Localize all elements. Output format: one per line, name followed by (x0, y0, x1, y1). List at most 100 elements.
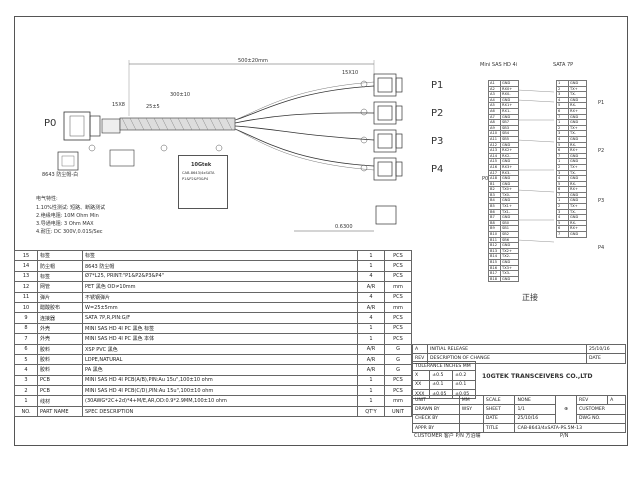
note-0: 电气特性: (36, 196, 58, 202)
bom-cell: 2 (14, 385, 38, 397)
dwg-no-label: DWG NO. (576, 413, 626, 424)
bom-cell: MINI SAS HD 4I PC 黑色 标签 (82, 322, 358, 335)
bom-cell: mm (384, 395, 412, 407)
pin-cell: GND (568, 231, 587, 238)
bom-cell: 连接器 (37, 312, 83, 324)
pin-cell: RX1+ (500, 102, 519, 109)
bom-cell: 1 (357, 260, 385, 272)
dim-right-top: 15X10 (342, 70, 359, 76)
pin-cell: RX1- (500, 108, 519, 115)
pin-cell: TX3- (500, 270, 519, 277)
bom-cell: PET 黑色 OD≠10mm (82, 281, 358, 293)
bom-cell: 胶料 (37, 343, 83, 355)
bom-cell: PCS (384, 385, 412, 397)
bom-cell: PCS (384, 312, 412, 324)
pin-cell: GND (500, 275, 519, 283)
customer-footer: CUSTOMER 客户 P/N 方泊嘴 (414, 433, 481, 439)
bom-cell: QT'Y (357, 405, 385, 418)
bom-cell: PCS (384, 260, 412, 272)
bom-cell: 3 (14, 374, 38, 387)
bom-cell: 网管 (37, 281, 83, 293)
bom-cell: 6 (14, 343, 38, 355)
unit-value: MM (458, 394, 484, 406)
bom-cell: 1 (357, 385, 385, 397)
pinout-header-left: Mini SAS HD 4i (480, 62, 518, 68)
bom-cell: SATA 7P,R,PIN:G/F (82, 312, 358, 324)
bom-cell: PCS (384, 270, 412, 283)
note-1: 1.10%性测试: 短路、断路测试 (36, 205, 106, 211)
bom-cell: A/R (357, 301, 385, 314)
bom-cell: 防尘帽 (37, 260, 83, 272)
pn-footer: P/N (560, 433, 569, 439)
pin-cell: RX- (568, 102, 587, 109)
note-2: 2.绝缘电阻: 10M Ohm Min (36, 213, 99, 219)
tol-xx-mm: ±0.1 (452, 379, 476, 390)
bom-cell: G (384, 364, 412, 376)
bom-cell: 1 (357, 374, 385, 387)
bom-cell: 1 (357, 333, 385, 345)
sheet-value: 1/1 (514, 404, 557, 415)
check-label: CHECK BY (412, 413, 460, 424)
customer-label: CUSTOMER (576, 404, 626, 415)
bom-cell: 线材 (37, 395, 83, 407)
bom-cell: 10 (14, 301, 38, 314)
bom-cell: G (384, 353, 412, 366)
pin-cell: GND (500, 80, 519, 87)
bom-cell: 1 (357, 249, 385, 262)
port-label-p3: P3 (431, 136, 444, 147)
bom-cell: 4 (357, 270, 385, 283)
bom-cell: 弹片 (37, 291, 83, 303)
bom-cell: MINI SAS HD 4I PCB(A/B),PIN:Au 15u",100±… (82, 374, 358, 387)
bom-cell: A/R (357, 353, 385, 366)
bom-cell: PART NAME (37, 405, 83, 418)
tol-x-mm: ±0.2 (452, 370, 476, 381)
bom-cell: PCS (384, 333, 412, 345)
bom-cell: 8 (14, 322, 38, 335)
company-name: 10GTEK TRANSCEIVERS CO.,LTD (482, 373, 593, 380)
pin-cell: GND (500, 113, 519, 121)
bom-cell: 9 (14, 312, 38, 324)
pin-cell: TX+ (568, 85, 587, 93)
pin-cell: TX2- (500, 253, 519, 260)
pinout-side-p4: P4 (598, 245, 605, 251)
bom-cell: SPEC DESCRIPTION (82, 405, 358, 418)
bom-cell: 1 (357, 395, 385, 407)
date-label: DATE (482, 413, 516, 424)
port-label-p0: P0 (44, 118, 57, 129)
bom-cell: 12 (14, 281, 38, 293)
bom-cell: 不锈钢弹片 (82, 291, 358, 303)
dim-branch: 300±10 (170, 92, 191, 98)
drawing-sheet (14, 16, 628, 446)
bom-cell: PCS (384, 291, 412, 303)
pinout-wires (517, 89, 555, 243)
pin-cell: 7 (556, 231, 569, 238)
bom-cell: 标签 (37, 270, 83, 283)
bom-cell: 标签 (37, 249, 83, 262)
rev-value: A (607, 394, 626, 406)
sheet-label: SHEET (482, 404, 516, 415)
dim-left-sub: 25±5 (146, 104, 160, 110)
